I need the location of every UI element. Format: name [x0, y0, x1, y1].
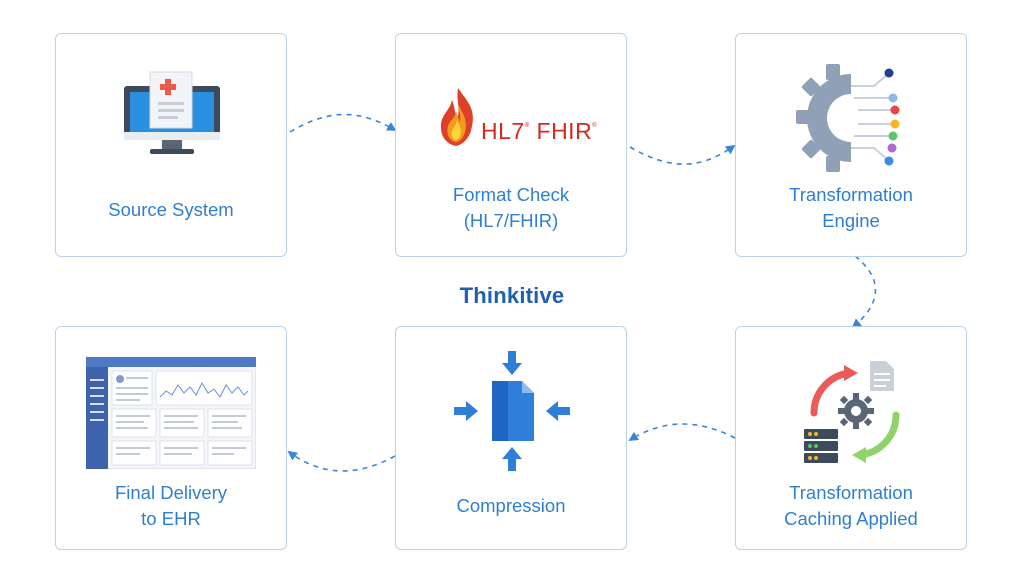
hl7-fhir-logo-text: HL7® FHIR®: [481, 118, 598, 144]
cycle-gear-server-icon: [804, 361, 900, 463]
hl7-logo-word: HL7: [481, 118, 525, 144]
step-label-compression: Compression: [396, 493, 626, 519]
step-label-transformation-caching: Transformation Caching Applied: [736, 480, 966, 532]
gear-circuit-icon: [796, 64, 900, 172]
step-label-line: Format Check: [452, 184, 570, 205]
step-label-line: Source System: [108, 199, 234, 220]
step-card-compression: Compression: [395, 326, 627, 550]
step-label-line: Transformation: [789, 482, 913, 503]
connector-source-to-format: [289, 113, 397, 133]
step-card-transformation-engine: Transformation Engine: [735, 33, 967, 257]
step-card-transformation-caching: Transformation Caching Applied: [735, 326, 967, 550]
step-label-transformation-engine: Transformation Engine: [736, 182, 966, 234]
hl7-flame-icon: [440, 88, 473, 146]
document-compress-arrows-icon: [454, 351, 570, 471]
step-label-final-delivery: Final Delivery to EHR: [56, 480, 286, 532]
step-label-line: Engine: [822, 210, 880, 231]
step-card-format-check: HL7® FHIR® Format Check (HL7/FHIR): [395, 33, 627, 257]
ehr-dashboard-screenshot: [86, 357, 256, 469]
step-label-line: Final Delivery: [114, 482, 228, 503]
step-card-source-system: Source System: [55, 33, 287, 257]
connector-compression-to-delivery: [287, 450, 396, 472]
step-label-line: Transformation: [789, 184, 913, 205]
step-label-line: Compression: [456, 495, 566, 516]
connector-transform-to-caching: [851, 255, 877, 329]
step-label-line: to EHR: [141, 508, 201, 529]
connector-format-to-transform: [629, 144, 736, 165]
step-label-line: (HL7/FHIR): [463, 210, 559, 231]
monitor-medical-document-icon: [124, 71, 220, 154]
fhir-logo-word: FHIR: [536, 118, 593, 144]
step-label-format-check: Format Check (HL7/FHIR): [396, 182, 626, 234]
step-card-final-delivery: Final Delivery to EHR: [55, 326, 287, 550]
step-label-line: Caching Applied: [784, 508, 918, 529]
step-label-source-system: Source System: [56, 197, 286, 223]
brand-logo: Thinkitive: [459, 283, 565, 308]
connector-caching-to-compression: [628, 423, 736, 442]
